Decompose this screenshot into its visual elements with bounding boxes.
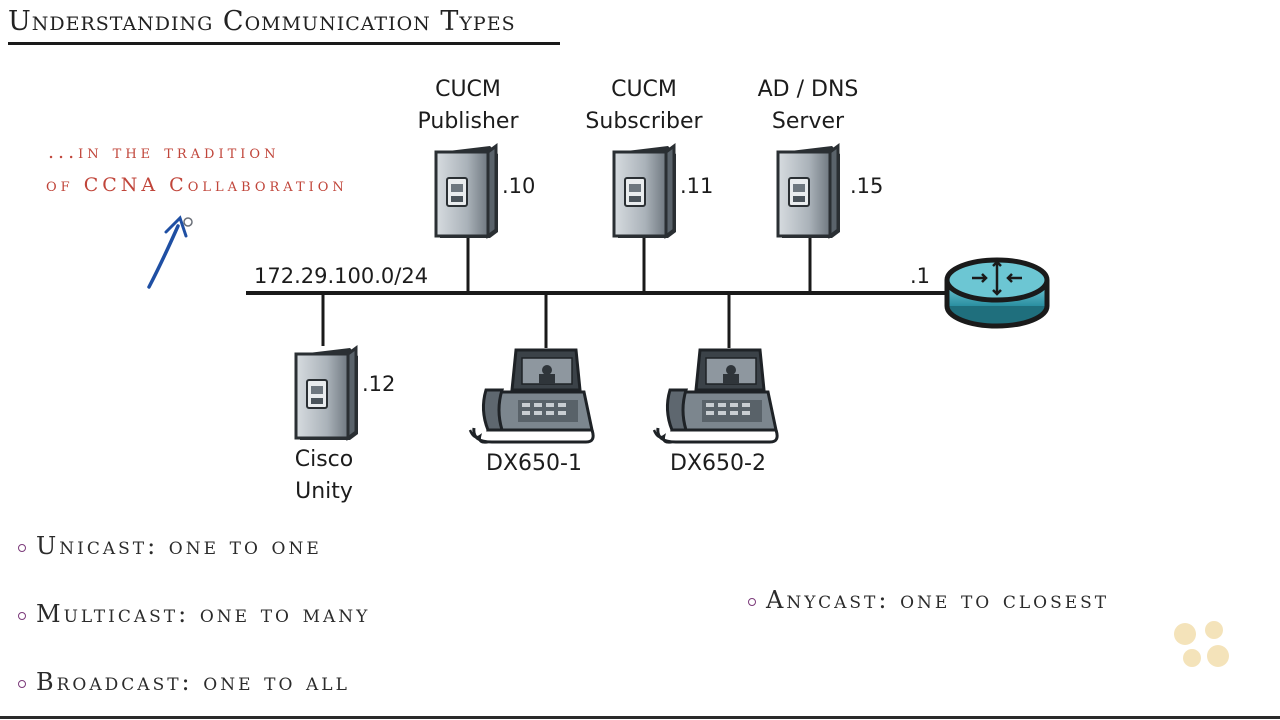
bullet-unicast: Unicast: one to one <box>18 532 322 560</box>
dx650-2-label: DX650-2 <box>670 451 766 476</box>
watermark-logo <box>1174 621 1229 667</box>
bullet-broadcast-text: Broadcast: one to all <box>36 668 350 696</box>
cucm-subscriber-ip: .11 <box>680 174 714 198</box>
bullet-dot-icon <box>18 543 26 552</box>
cucm-publisher-label-line1: CUCM <box>435 77 501 102</box>
bullet-unicast-text: Unicast: one to one <box>36 532 322 560</box>
subnet-label: 172.29.100.0/24 <box>254 264 429 288</box>
router-icon <box>944 257 1050 329</box>
bottom-divider <box>0 716 1280 719</box>
cucm-subscriber-label-line1: CUCM <box>611 77 677 102</box>
cucm-publisher-ip: .10 <box>502 174 536 198</box>
note-line-1: ...in the tradition <box>48 141 280 163</box>
bullet-multicast: Multicast: one to many <box>18 600 370 628</box>
bullet-anycast: Anycast: one to closest <box>748 586 1109 614</box>
bullet-dot-icon <box>18 679 26 688</box>
router-ip: .1 <box>910 264 931 288</box>
cucm-publisher-label-line2: Publisher <box>417 109 519 134</box>
dx650-2-phone-icon <box>652 348 779 444</box>
ad-dns-label: AD / DNS Server <box>738 74 878 138</box>
bullet-dot-icon <box>748 597 756 606</box>
bullet-anycast-text: Anycast: one to closest <box>766 586 1110 614</box>
title-underline <box>8 42 560 45</box>
ad-dns-server-icon <box>776 144 842 240</box>
dx650-1-phone-icon <box>468 348 595 444</box>
bullet-broadcast: Broadcast: one to all <box>18 668 350 696</box>
bullet-dot-icon <box>18 611 26 620</box>
page-title: Understanding Communication Types <box>8 6 516 37</box>
cucm-publisher-label: CUCM Publisher <box>398 74 538 138</box>
ad-dns-label-line1: AD / DNS <box>757 77 859 102</box>
pen-arrow-icon <box>147 215 193 289</box>
cisco-unity-server-icon <box>294 346 360 442</box>
cisco-unity-label-line1: Cisco <box>294 447 354 472</box>
ad-dns-label-line2: Server <box>771 109 845 134</box>
bullet-multicast-text: Multicast: one to many <box>36 600 371 628</box>
cucm-publisher-server-icon <box>434 144 500 240</box>
ad-dns-ip: .15 <box>850 174 884 198</box>
cucm-subscriber-label-line2: Subscriber <box>585 109 703 134</box>
cisco-unity-label: Cisco Unity <box>254 444 394 508</box>
cucm-subscriber-server-icon <box>612 144 678 240</box>
dx650-1-label: DX650-1 <box>486 451 582 476</box>
cisco-unity-ip: .12 <box>362 372 396 396</box>
cisco-unity-label-line2: Unity <box>295 479 353 504</box>
note-line-2: of CCNA Collaboration <box>46 174 348 196</box>
cucm-subscriber-label: CUCM Subscriber <box>574 74 714 138</box>
